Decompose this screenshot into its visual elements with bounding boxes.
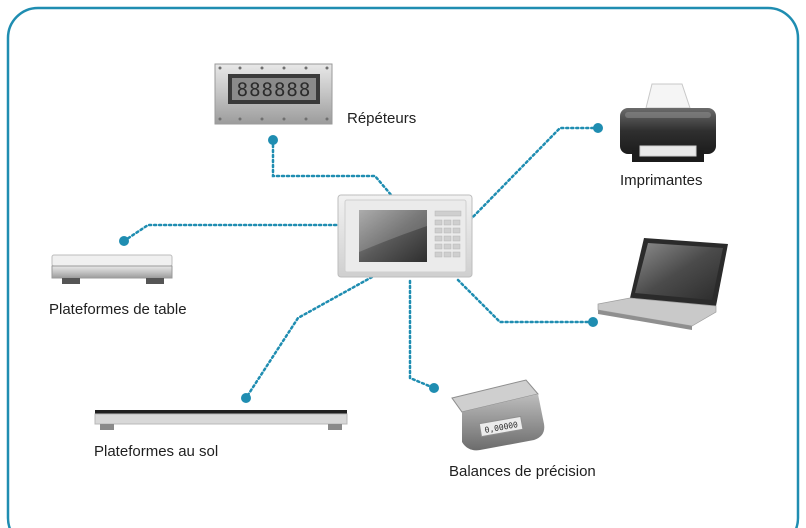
connector-dots — [119, 123, 603, 403]
terminal-illustration — [337, 194, 473, 278]
precision-balance-label: Balances de précision — [449, 463, 596, 480]
connector-lines — [122, 126, 600, 400]
bench-scale-illustration — [51, 254, 173, 284]
bench-scale-label: Plateformes de table — [49, 301, 187, 318]
connector-balance — [408, 279, 436, 390]
connector-floor — [244, 275, 374, 400]
repeater-label: Répéteurs — [347, 110, 417, 127]
connector-repeater — [271, 138, 394, 198]
connector-printer — [468, 126, 600, 222]
floor-scale-label: Plateformes au sol — [94, 443, 219, 460]
connector-bench — [122, 223, 340, 243]
printer-label: Imprimantes — [620, 172, 703, 189]
repeater-illustration: 888888 — [214, 63, 333, 125]
connector-laptop — [456, 278, 595, 324]
laptop-illustration — [597, 238, 728, 330]
precision-balance-illustration: 0,00000 — [451, 379, 545, 451]
repeater-display-text: 888888 — [237, 79, 312, 101]
floor-scale-illustration — [94, 410, 348, 430]
printer-illustration — [620, 83, 716, 162]
